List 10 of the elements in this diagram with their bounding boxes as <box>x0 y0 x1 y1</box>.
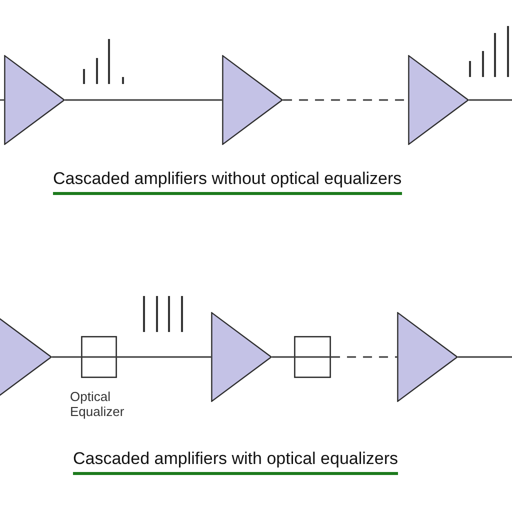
dashed-fiber-line <box>331 356 397 358</box>
caption: Cascaded amplifiers with optical equalizers <box>73 449 398 475</box>
fiber-line <box>272 356 294 358</box>
fiber-line <box>469 99 512 101</box>
fiber-line <box>65 99 222 101</box>
component-label: Optical Equalizer <box>70 389 126 419</box>
fiber-line <box>458 356 512 358</box>
fiber-line <box>117 356 211 358</box>
fiber-line <box>52 356 81 358</box>
caption: Cascaded amplifiers without optical equalizers <box>53 169 402 195</box>
